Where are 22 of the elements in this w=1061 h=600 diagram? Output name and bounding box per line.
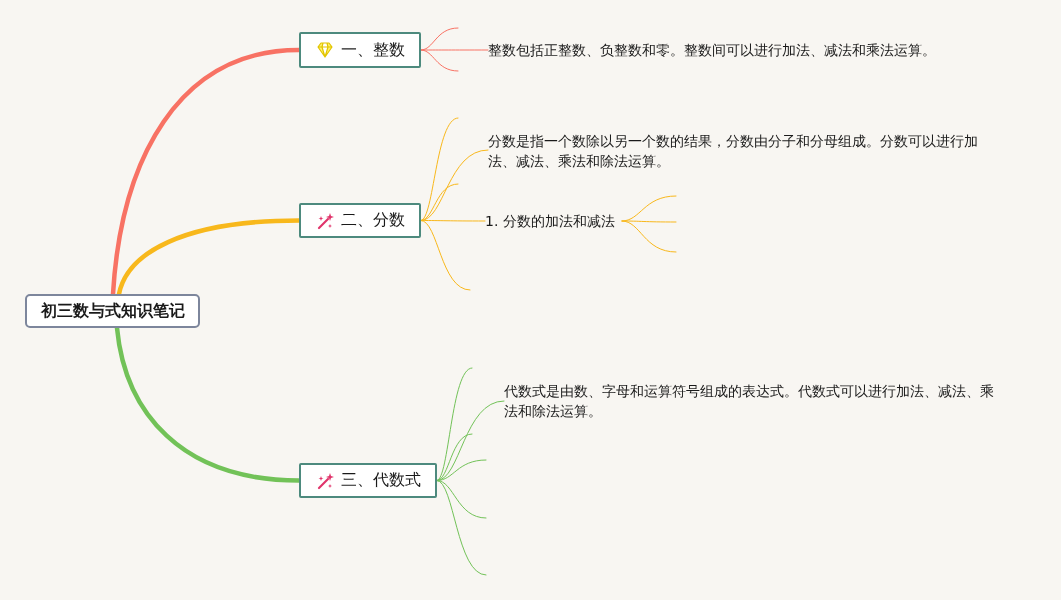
branch-line — [621, 220, 677, 253]
branch-line — [436, 480, 487, 519]
branch-line — [621, 220, 677, 223]
topic-label: 一、整数 — [341, 39, 405, 61]
topic-label: 三、代数式 — [341, 470, 421, 491]
note-text: 代数式是由数、字母和运算符号组成的表达式。代数式可以进行加法、减法、乘法和除法运算。 — [504, 381, 1004, 421]
topic-box — [299, 32, 421, 68]
branch-line — [420, 183, 459, 221]
topic-label: 二、分数 — [341, 210, 405, 231]
branch-line — [436, 367, 473, 481]
branch-line — [420, 49, 459, 72]
topic-box — [299, 203, 421, 238]
note-text: 整数包括正整数、负整数和零。整数间可以进行加法、减法和乘法运算。 — [488, 40, 1008, 60]
note-text: 1. 分数的加法和减法 — [485, 211, 622, 231]
branch-line — [436, 433, 473, 481]
branch-line — [436, 480, 487, 576]
branch-line — [420, 117, 459, 221]
topic-box — [299, 463, 437, 498]
central-topic-box: 初三数与式知识笔记 — [25, 294, 200, 328]
note-text: 分数是指一个数除以另一个数的结果，分数由分子和分母组成。分数可以进行加法、减法、乘法和除法运算。 — [488, 131, 988, 171]
branch-line — [420, 220, 471, 291]
branch-line — [420, 49, 489, 51]
